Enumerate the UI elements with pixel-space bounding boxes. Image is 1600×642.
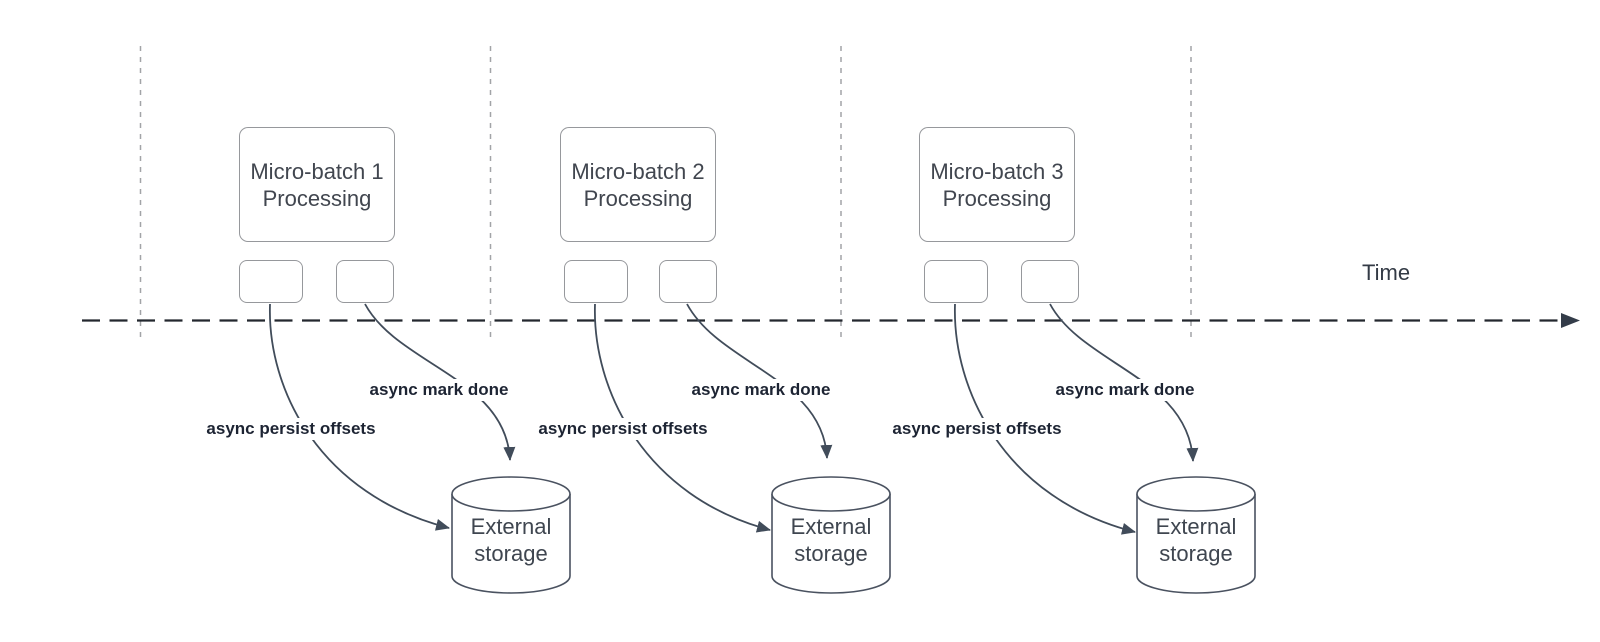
mark-done-arrow-label-3: async mark done bbox=[1052, 379, 1198, 401]
batch-title-line1: Micro-batch 2 bbox=[571, 158, 705, 184]
done-task-box-1 bbox=[336, 260, 394, 303]
done-task-box-3 bbox=[1021, 260, 1079, 303]
storage-cylinder-1 bbox=[451, 476, 571, 594]
time-axis-label: Time bbox=[1362, 260, 1411, 285]
storage-label-1: External storage bbox=[452, 494, 570, 586]
batch-title-line2: Processing bbox=[583, 185, 693, 211]
mark-done-arrow-label-2: async mark done bbox=[688, 379, 834, 401]
micro-batch-box-3: Micro-batch 3 Processing bbox=[919, 127, 1075, 242]
persist-arrow-label-1: async persist offsets bbox=[203, 418, 379, 440]
storage-label-line1: External bbox=[790, 514, 872, 539]
persist-arrow-label-3: async persist offsets bbox=[889, 418, 1065, 440]
batch-title-line2: Processing bbox=[262, 185, 372, 211]
persist-task-box-1 bbox=[239, 260, 303, 303]
storage-label-line1: External bbox=[1155, 514, 1237, 539]
storage-label-2: External storage bbox=[772, 494, 890, 586]
done-task-box-2 bbox=[659, 260, 717, 303]
batch-title-line2: Processing bbox=[942, 185, 1052, 211]
mark-done-arrow-3 bbox=[1049, 303, 1199, 462]
time-axis bbox=[82, 313, 1580, 328]
batch-title-line1: Micro-batch 3 bbox=[930, 158, 1064, 184]
persist-task-box-2 bbox=[564, 260, 628, 303]
micro-batch-box-1: Micro-batch 1 Processing bbox=[239, 127, 395, 242]
persist-task-box-3 bbox=[924, 260, 988, 303]
mark-done-arrow-2 bbox=[686, 303, 833, 459]
storage-label-3: External storage bbox=[1137, 494, 1255, 586]
storage-cylinder-2 bbox=[771, 476, 891, 594]
batch-title-line1: Micro-batch 1 bbox=[250, 158, 384, 184]
mark-done-arrow-1 bbox=[364, 303, 516, 461]
persist-offsets-arrow-2 bbox=[594, 303, 771, 533]
storage-cylinder-3 bbox=[1136, 476, 1256, 594]
storage-label-line1: External bbox=[470, 514, 552, 539]
persist-arrow-label-2: async persist offsets bbox=[535, 418, 711, 440]
storage-label-line2: storage bbox=[1159, 541, 1233, 566]
persist-offsets-arrow-1 bbox=[269, 303, 450, 531]
micro-batch-box-2: Micro-batch 2 Processing bbox=[560, 127, 716, 242]
storage-label-line2: storage bbox=[794, 541, 868, 566]
time-axis-arrowhead-icon bbox=[1561, 313, 1580, 328]
mark-done-arrow-label-1: async mark done bbox=[366, 379, 512, 401]
storage-label-line2: storage bbox=[474, 541, 548, 566]
